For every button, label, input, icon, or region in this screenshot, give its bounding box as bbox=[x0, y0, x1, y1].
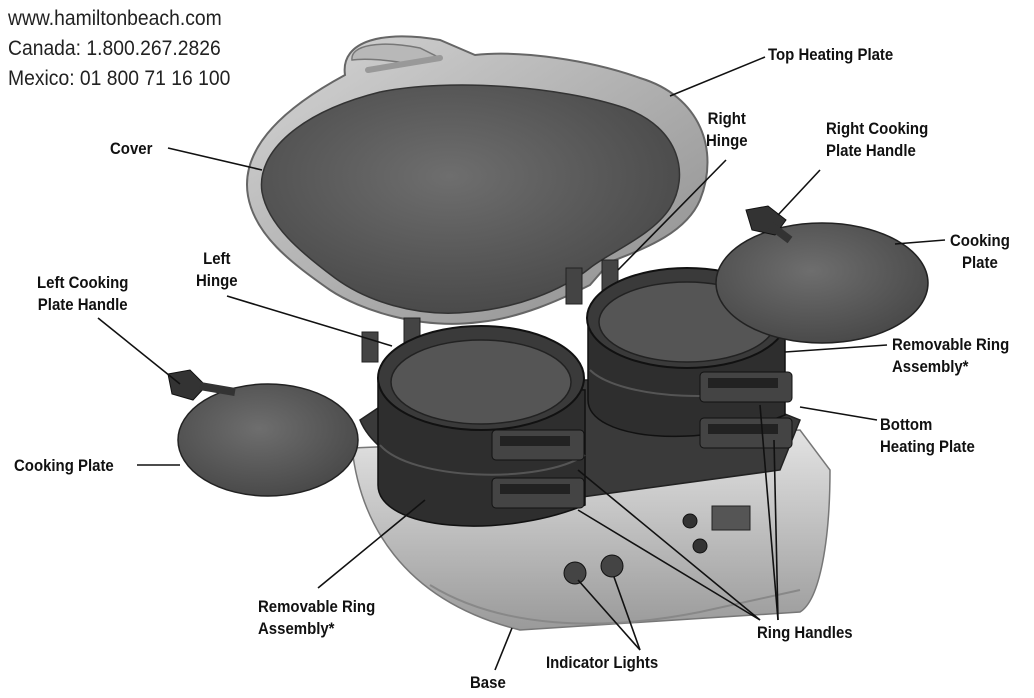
indicator-light-left bbox=[563, 561, 587, 585]
label-top-heating-plate: Top Heating Plate bbox=[768, 45, 894, 64]
cover bbox=[246, 35, 709, 325]
contact-info: www.hamiltonbeach.com Canada: 1.800.267.… bbox=[8, 4, 230, 94]
label-cooking-plate-left: Cooking Plate bbox=[14, 456, 114, 475]
label-bottom-heating-plate: Bottom Heating Plate bbox=[880, 415, 975, 456]
ring-assembly-right bbox=[586, 267, 793, 449]
label-right-hinge: Right Hinge bbox=[706, 109, 748, 150]
top-heating-plate bbox=[260, 84, 681, 314]
cooking-plate-right bbox=[715, 205, 929, 344]
label-left-hinge: Left Hinge bbox=[196, 249, 238, 290]
control-panel bbox=[563, 505, 751, 585]
label-cover: Cover bbox=[110, 139, 153, 158]
cooking-plate-left bbox=[167, 369, 359, 497]
mexico-phone: Mexico: 01 800 71 16 100 bbox=[8, 67, 231, 90]
canada-phone: Canada: 1.800.267.2826 bbox=[8, 37, 221, 60]
label-base: Base bbox=[470, 673, 506, 692]
label-right-cooking-plate-handle: Right Cooking Plate Handle bbox=[826, 119, 929, 160]
hinges bbox=[361, 259, 619, 363]
indicator-light-right bbox=[600, 554, 624, 578]
label-removable-ring-left: Removable Ring Assembly* bbox=[258, 597, 376, 638]
label-ring-handles: Ring Handles bbox=[757, 623, 853, 642]
leader-lines bbox=[97, 56, 946, 671]
label-left-cooking-plate-handle: Left Cooking Plate Handle bbox=[37, 273, 129, 314]
website-text: www.hamiltonbeach.com bbox=[8, 7, 222, 30]
label-removable-ring-right: Removable Ring Assembly* bbox=[892, 335, 1010, 376]
label-cooking-plate-right: Cooking Plate bbox=[950, 231, 1010, 272]
ring-assembly-left bbox=[377, 325, 586, 527]
label-indicator-lights: Indicator Lights bbox=[546, 653, 659, 672]
